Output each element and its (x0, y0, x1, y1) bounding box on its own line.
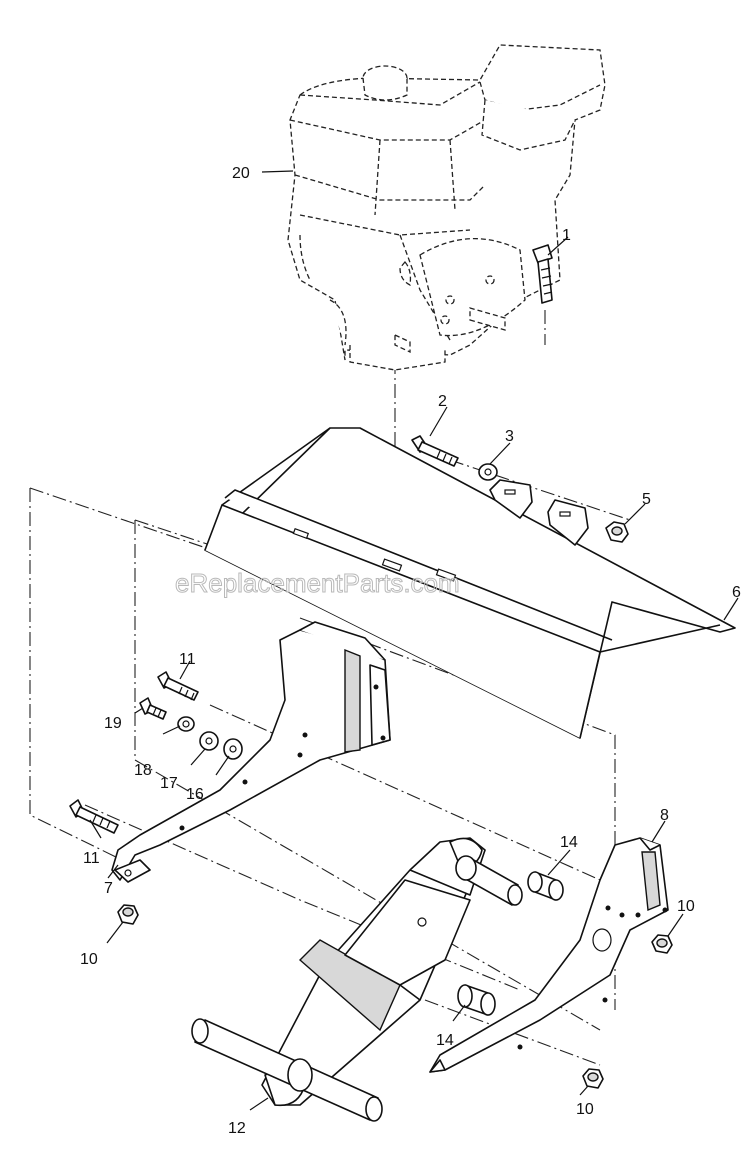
nut-part-5 (605, 521, 629, 543)
callout-11-lower: 11 (83, 850, 100, 867)
washer-part-17 (199, 731, 219, 751)
callout-7: 7 (104, 880, 113, 897)
nut-part-10-bottom (582, 1068, 604, 1089)
callout-20: 20 (232, 165, 250, 182)
callout-11-upper: 11 (179, 651, 196, 668)
bolt-part-1 (532, 244, 553, 304)
bolt-part-19 (139, 697, 167, 720)
side-plate-part-7 (111, 621, 391, 883)
callout-19: 19 (104, 715, 122, 732)
callout-5: 5 (642, 491, 651, 508)
nut-part-10-right (651, 934, 673, 954)
callout-3: 3 (505, 428, 514, 445)
callout-14-upper: 14 (560, 834, 578, 851)
callout-8: 8 (660, 807, 669, 824)
callout-12: 12 (228, 1120, 246, 1137)
watermark-text: eReplacementParts.com (175, 568, 460, 598)
callout-10-right: 10 (677, 898, 695, 915)
callout-17: 17 (160, 775, 178, 792)
lock-washer-part-18 (177, 716, 195, 732)
side-plate-part-8 (429, 837, 669, 1073)
callout-16: 16 (186, 786, 204, 803)
callout-18: 18 (134, 762, 152, 779)
nut-part-10-left (117, 904, 139, 925)
chain-case-part-12 (261, 837, 486, 1107)
axle-shaft-lower (191, 1018, 383, 1122)
tine-shield-part-6 (204, 427, 736, 739)
bolt-part-2 (411, 435, 459, 467)
callout-labels: 1 2 3 5 6 7 8 10 10 10 11 11 12 14 14 16… (80, 165, 741, 1137)
callout-10-left: 10 (80, 951, 98, 968)
callout-1: 1 (562, 227, 571, 244)
callout-10-bottom: 10 (576, 1101, 594, 1118)
washer-part-3 (478, 463, 498, 481)
callout-6: 6 (732, 584, 741, 601)
bolt-part-11-lower (69, 799, 119, 834)
spacer-part-14-lower (457, 984, 496, 1016)
callout-14-lower: 14 (436, 1032, 454, 1049)
callout-leader-lines (89, 170, 739, 1111)
spacer-part-14-upper (527, 871, 564, 901)
callout-2: 2 (438, 393, 447, 410)
axle-shaft-upper (455, 855, 523, 906)
engine-part-20 (287, 44, 606, 371)
washer-part-16 (223, 738, 243, 760)
bolt-part-11-upper (157, 671, 199, 701)
